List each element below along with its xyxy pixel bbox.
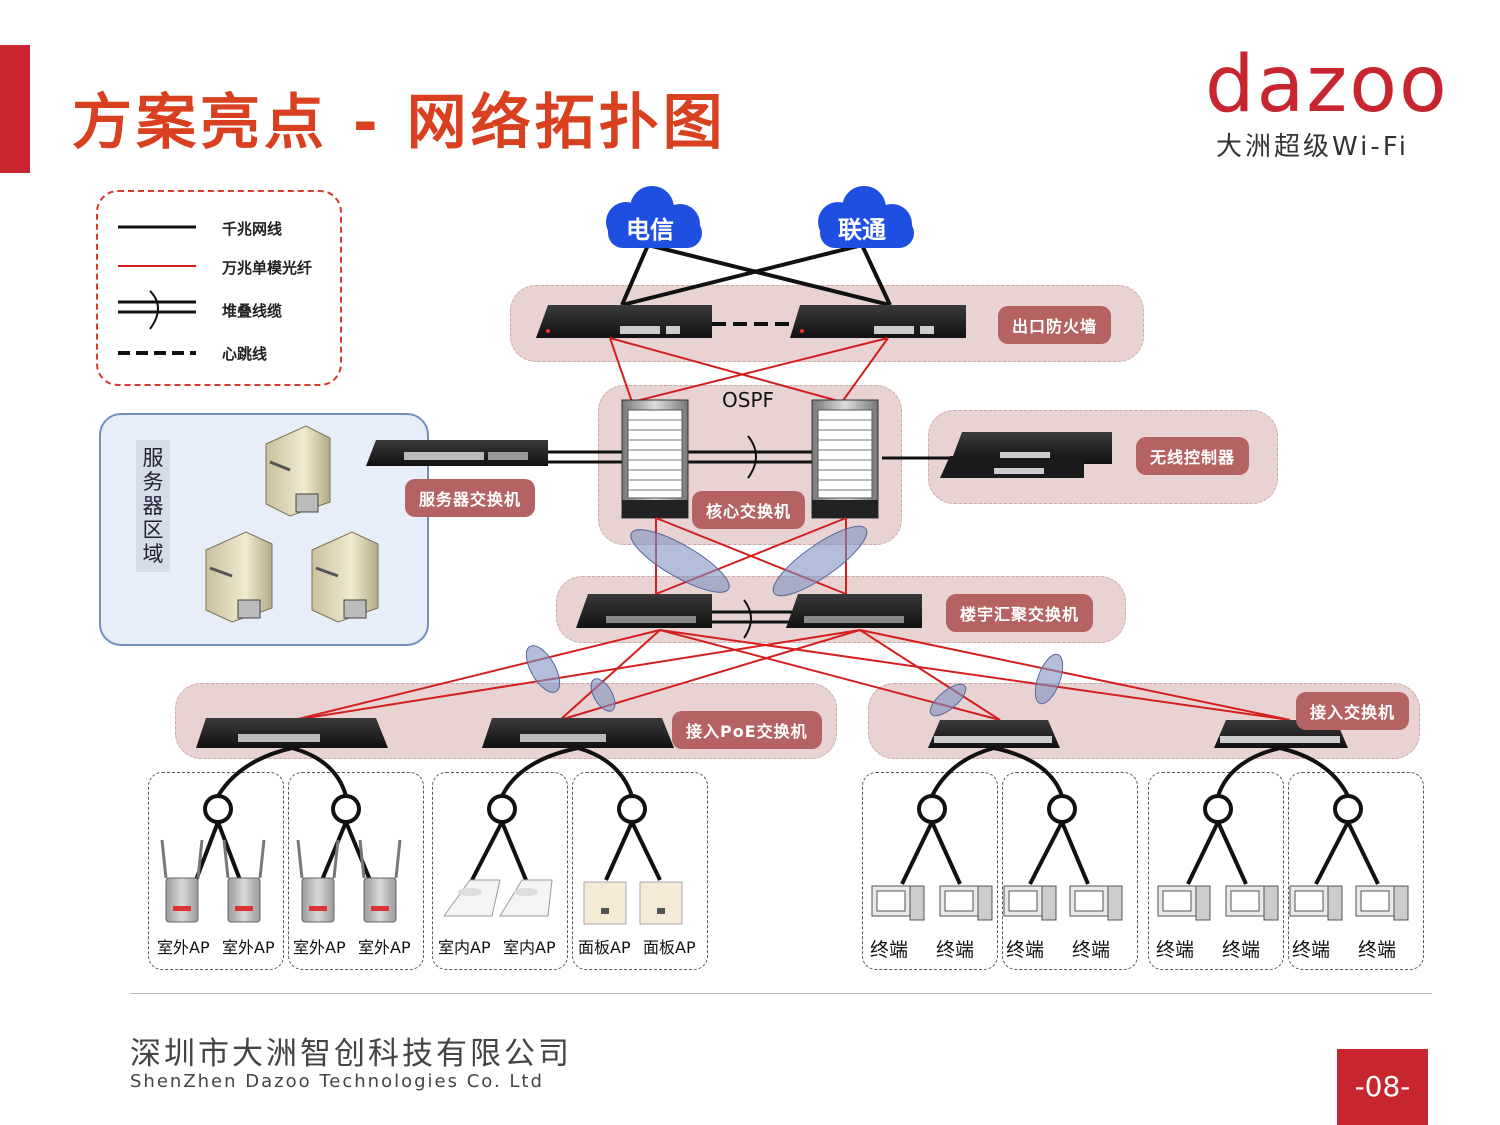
terminal-label: 终端 — [1156, 939, 1195, 961]
access-switch-1 — [928, 720, 1060, 748]
isp-links — [620, 243, 892, 307]
hub-nodes — [194, 794, 1380, 885]
firewall-1 — [536, 305, 712, 338]
server-1 — [265, 425, 331, 517]
terminal-label: 终端 — [870, 939, 909, 961]
ap-label: 室外AP — [222, 938, 275, 957]
legend-label-fiber: 万兆单模光纤 — [222, 259, 313, 277]
server-2 — [205, 531, 273, 623]
core-stack-link — [686, 450, 812, 464]
accent-bar — [0, 45, 30, 173]
ap-group-4 — [572, 772, 708, 970]
terminal-group-2 — [1002, 772, 1138, 970]
access-tag: 接入交换机 — [1296, 692, 1410, 730]
ap-label: 室外AP — [157, 938, 210, 957]
page-number: -08- — [1337, 1049, 1428, 1125]
company-name-en: ShenZhen Dazoo Technologies Co. Ltd — [130, 1071, 544, 1092]
server-core-link — [548, 450, 622, 464]
company-name-cn: 深圳市大洲智创科技有限公司 — [130, 1036, 572, 1072]
logo-subtitle: 大洲超级Wi-Fi — [1216, 132, 1410, 162]
core-switch-2 — [811, 399, 879, 519]
cloud-unicom — [818, 186, 914, 248]
cloud-telecom-label: 电信 — [626, 216, 674, 244]
ap-group-3 — [432, 772, 568, 970]
terminal-group-3 — [1148, 772, 1284, 970]
terminal-group-4 — [1288, 772, 1424, 970]
poe-access-tag: 接入PoE交换机 — [672, 711, 822, 749]
switch-hub-links — [216, 746, 1350, 798]
legend-label-gigabit: 千兆网线 — [222, 220, 283, 238]
ap-label: 面板AP — [578, 938, 631, 957]
topology-diagram: 电信 联通 — [160, 186, 1409, 925]
terminal-label: 终端 — [1006, 939, 1045, 961]
aggregation-tag: 楼宇汇聚交换机 — [946, 594, 1094, 632]
ap-group-1 — [148, 772, 284, 970]
terminal-label: 终端 — [1072, 939, 1111, 961]
core-switch-tag: 核心交换机 — [692, 491, 806, 529]
server-switch — [366, 440, 548, 466]
ap-label: 室外AP — [358, 938, 411, 957]
panel-ap-icons — [583, 881, 683, 925]
legend-line-samples — [118, 225, 196, 355]
ap-group-2 — [288, 772, 424, 970]
poe-switch-1 — [196, 718, 388, 748]
terminal-icons — [871, 885, 1409, 921]
page-title: 方案亮点 - 网络拓扑图 — [72, 88, 727, 158]
ospf-label: OSPF — [722, 388, 775, 412]
wireless-controller — [940, 432, 1112, 478]
link-aggregation-ovals — [630, 525, 868, 597]
server-switch-tag: 服务器交换机 — [405, 479, 536, 517]
cloud-unicom-label: 联通 — [838, 216, 886, 244]
legend-label-stack: 堆叠线缆 — [222, 302, 283, 320]
aggregation-switch-1 — [576, 594, 712, 628]
terminal-label: 终端 — [1292, 939, 1331, 961]
ap-label: 面板AP — [643, 938, 696, 957]
cloud-telecom — [606, 186, 702, 248]
terminal-label: 终端 — [1222, 939, 1261, 961]
legend-label-heartbeat: 心跳线 — [222, 345, 268, 363]
server-area-label: 服务器区域 — [136, 440, 170, 572]
firewall-2 — [790, 305, 966, 338]
server-3 — [311, 531, 379, 623]
ap-label: 室内AP — [438, 938, 491, 957]
firewall-core-fiber — [609, 337, 889, 403]
agg-access-fiber — [293, 629, 1291, 721]
ap-label: 室内AP — [503, 938, 556, 957]
ap-label: 室外AP — [293, 938, 346, 957]
terminal-label: 终端 — [1358, 939, 1397, 961]
aggregation-switch-2 — [786, 594, 922, 628]
footer-divider — [130, 993, 1432, 994]
firewall-tag: 出口防火墙 — [998, 306, 1112, 344]
wlc-tag: 无线控制器 — [1136, 437, 1250, 475]
legend — [96, 190, 342, 386]
access-uplink-ovals — [525, 645, 1064, 717]
outdoor-ap-icons — [160, 839, 402, 923]
indoor-ap-icons — [443, 879, 553, 917]
terminal-group-1 — [862, 772, 998, 970]
poe-switch-2 — [482, 718, 674, 748]
agg-stack-link — [706, 610, 792, 624]
core-switch-1 — [621, 399, 689, 519]
terminal-label: 终端 — [936, 939, 975, 961]
company-logo: dazoo — [1205, 40, 1449, 130]
